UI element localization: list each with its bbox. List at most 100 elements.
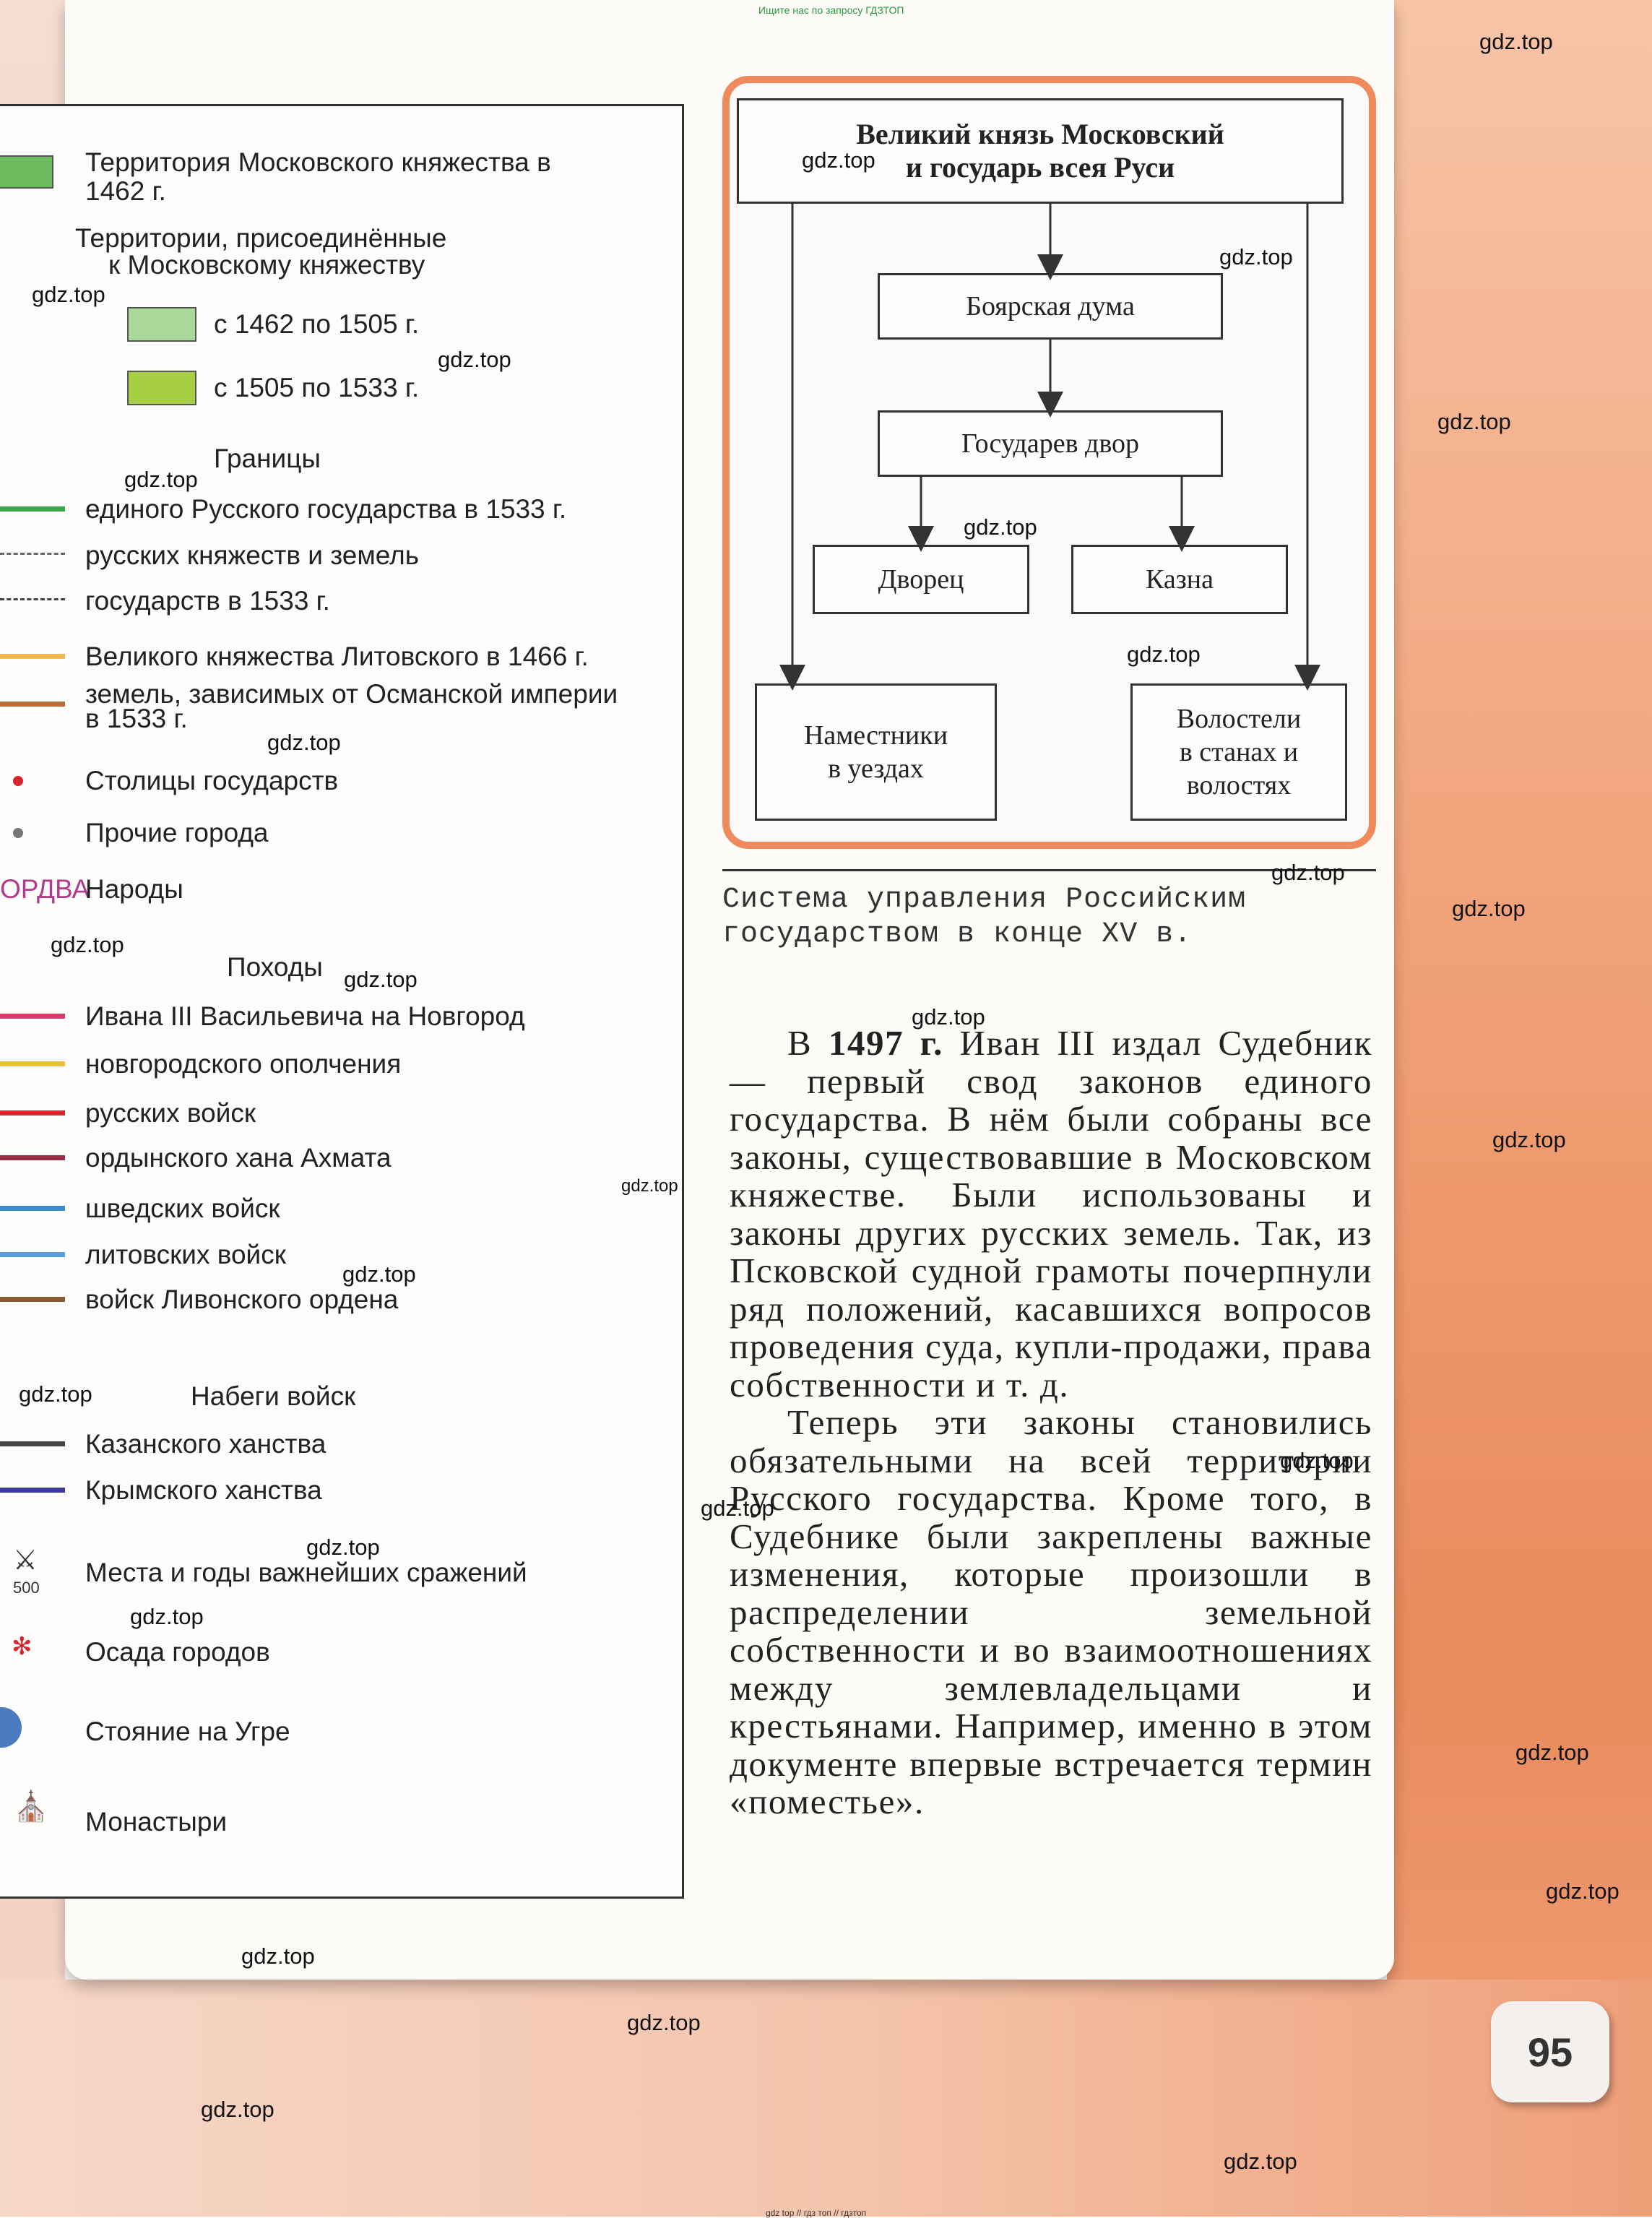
grand-prince-box: Великий князь Московский и государь всея… <box>737 98 1344 204</box>
campaign-akhmat-line <box>0 1155 65 1160</box>
watermark: gdz.top <box>19 1381 92 1407</box>
bottom-note: gdz top // гдз топ // гдзтоп <box>766 2208 867 2218</box>
monastery-icon: ⛪ <box>13 1791 49 1823</box>
namestniki-line-2: в уездах <box>828 754 924 784</box>
legend-sieges: Осада городов <box>85 1637 270 1667</box>
legend-monasteries: Монастыри <box>85 1807 228 1837</box>
volosteli-line-3: волостях <box>1186 770 1292 801</box>
legend-campaign-5: шведских войск <box>85 1194 280 1223</box>
paragraph-2: Теперь эти законы становились обязательн… <box>730 1402 1372 1821</box>
grand-prince-line-2: и государь всея Руси <box>905 151 1175 184</box>
volosteli-box: Волостели в станах и волостях <box>1130 683 1347 821</box>
legend-campaign-4: ордынского хана Ахмата <box>85 1143 392 1173</box>
p1-text: Иван III издал Судебник — первый свод за… <box>730 1023 1372 1404</box>
state-border-line <box>0 598 65 600</box>
swatch-period-1505 <box>127 307 196 342</box>
city-dot-icon <box>13 828 23 838</box>
border-1533-line <box>0 506 65 512</box>
grand-prince-line-1: Великий князь Московский <box>856 118 1224 150</box>
diagram-caption: Система управления Российским государств… <box>722 883 1372 952</box>
raid-crimea-line <box>0 1488 65 1493</box>
body-text: В 1497 г. Иван III издал Судебник — перв… <box>730 1024 1372 1821</box>
campaign-russian-line <box>0 1110 65 1116</box>
watermark: gdz.top <box>1546 1878 1619 1904</box>
legend-border-5-line-2: в 1533 г. <box>85 704 188 733</box>
campaign-swedish-line <box>0 1206 65 1211</box>
background-right-decoration <box>1387 0 1652 2217</box>
map-legend: Территория Московского княжества в 1462 … <box>0 104 684 1899</box>
legend-border-1: единого Русского государства в 1533 г. <box>85 494 567 524</box>
watermark: gdz.top <box>1271 860 1345 885</box>
paragraph-1: В 1497 г. Иван III издал Судебник — перв… <box>730 1024 1372 1404</box>
top-search-note: Ищите нас по запросу ГДЗТОП <box>758 4 904 16</box>
watermark: gdz.top <box>1127 642 1201 667</box>
watermark: gdz.top <box>1515 1740 1589 1765</box>
watermark: gdz.top <box>1479 29 1553 54</box>
legend-borders-header: Границы <box>214 444 321 473</box>
watermark: gdz.top <box>627 2010 701 2035</box>
campaign-livonian-line <box>0 1297 65 1302</box>
watermark: gdz.top <box>241 1943 315 1969</box>
watermark: gdz.top <box>51 932 124 957</box>
watermark: gdz.top <box>1224 2149 1297 2174</box>
legend-capitals: Столицы государств <box>85 766 339 795</box>
legend-campaign-7: войск Ливонского ордена <box>85 1285 399 1314</box>
watermark: gdz.top <box>130 1604 204 1629</box>
campaign-lithuanian-line <box>0 1252 65 1257</box>
legend-period-2: с 1505 по 1533 г. <box>214 373 420 402</box>
legend-territories-header-2: к Московскому княжеству <box>108 250 425 280</box>
ottoman-border-line <box>0 702 65 707</box>
legend-border-5-line-1: земель, зависимых от Османской империи <box>85 679 618 709</box>
treasury-box: Казна <box>1071 545 1288 614</box>
legend-ugra: Стояние на Угре <box>85 1717 290 1746</box>
namestniki-box: Наместники в уездах <box>755 683 997 821</box>
legend-campaign-1: Ивана III Васильевича на Новгород <box>85 1001 525 1031</box>
p1-pre: В <box>787 1023 829 1063</box>
legend-raid-2: Крымского ханства <box>85 1475 322 1505</box>
caption-line-2: государством в конце XV в. <box>722 918 1193 951</box>
legend-campaign-2: новгородского ополчения <box>85 1049 402 1079</box>
watermark: gdz.top <box>1219 244 1293 269</box>
watermark: gdz.top <box>201 2097 274 2122</box>
legend-period-1: с 1462 по 1505 г. <box>214 309 420 339</box>
legend-border-3: государств в 1533 г. <box>85 586 330 616</box>
volosteli-line-2: в станах и <box>1179 737 1299 767</box>
watermark: gdz.top <box>1280 1448 1354 1473</box>
legend-raids-header: Набеги войск <box>191 1381 356 1411</box>
sovereign-court-box: Государев двор <box>878 410 1223 477</box>
watermark: gdz.top <box>621 1176 678 1196</box>
caption-rule <box>722 869 1376 871</box>
raid-kazan-line <box>0 1441 65 1446</box>
namestniki-line-1: Наместники <box>803 720 948 751</box>
ugra-standoff-icon <box>0 1707 22 1748</box>
capital-dot-icon <box>13 776 23 786</box>
watermark: gdz.top <box>1492 1127 1566 1152</box>
watermark: gdz.top <box>1452 896 1526 921</box>
principality-border-line <box>0 553 65 555</box>
campaign-ivan-line <box>0 1014 65 1019</box>
watermark: gdz.top <box>267 730 341 755</box>
battle-year-sample: 500 <box>13 1579 40 1597</box>
legend-peoples-sample: ОРДВА <box>0 874 90 904</box>
watermark: gdz.top <box>306 1535 380 1560</box>
watermark: gdz.top <box>438 347 511 372</box>
palace-box: Дворец <box>813 545 1029 614</box>
legend-other-cities: Прочие города <box>85 818 269 847</box>
legend-campaigns-header: Походы <box>227 952 323 982</box>
legend-border-4: Великого княжества Литовского в 1466 г. <box>85 642 589 671</box>
boyar-duma-box: Боярская дума <box>878 273 1223 340</box>
swatch-moscow-territory <box>0 155 53 189</box>
siege-icon: ✻ <box>12 1633 33 1660</box>
watermark: gdz.top <box>1437 409 1511 434</box>
campaign-novgorod-line <box>0 1061 65 1066</box>
caption-line-1: Система управления Российским <box>722 884 1247 916</box>
p1-year: 1497 г. <box>828 1023 943 1063</box>
watermark: gdz.top <box>701 1496 774 1521</box>
legend-campaign-6: литовских войск <box>85 1240 286 1269</box>
watermark: gdz.top <box>32 282 105 307</box>
swatch-period-1533 <box>127 371 196 405</box>
legend-border-2: русских княжеств и земель <box>85 540 419 570</box>
background-bottom-decoration <box>0 1980 1652 2217</box>
page-number: 95 <box>1491 2001 1609 2102</box>
watermark: gdz.top <box>912 1004 985 1030</box>
